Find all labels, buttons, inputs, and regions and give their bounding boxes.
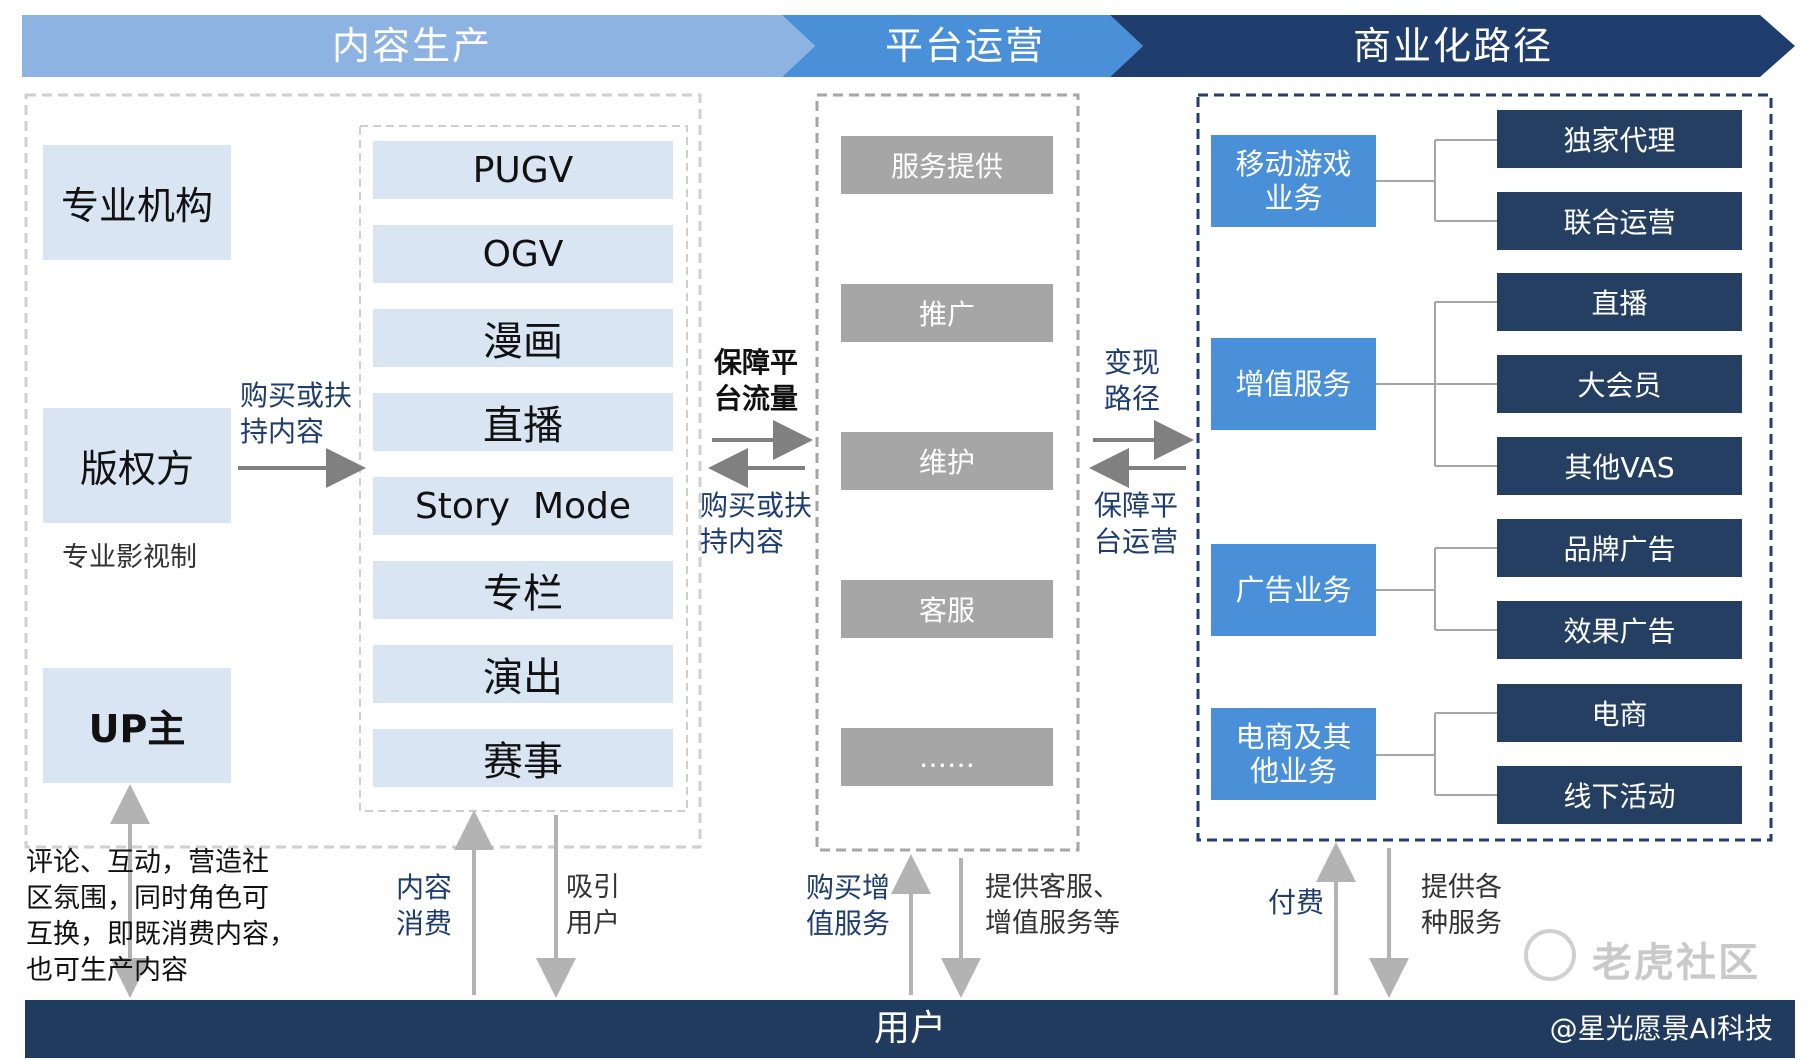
label-community-line3: 互换，即既消费内容， xyxy=(26,917,296,953)
content-type-comics: 漫画 xyxy=(373,309,673,367)
label-ensure-operation: 保障平 台运营 xyxy=(1094,489,1179,558)
stage-platform-ops: 平台运营 xyxy=(884,24,1045,68)
watermark-logo-icon xyxy=(1524,929,1576,981)
chevron-platform-ops xyxy=(782,15,1143,77)
label-pay: 付费 xyxy=(1268,886,1325,919)
service-maintenance: 维护 xyxy=(841,432,1053,490)
leaf-performance-ads: 效果广告 xyxy=(1497,601,1742,659)
community-line4-text: 也可生产内容 xyxy=(26,955,188,986)
label-community-line1: 评论、互动，营造社 xyxy=(26,845,269,881)
stage-commercialization: 商业化路径 xyxy=(1352,24,1553,68)
leaf-joint-operation: 联合运营 xyxy=(1497,192,1742,250)
user-bar: 用户 @星光愿景AI科技 xyxy=(25,1000,1795,1058)
service-provision: 服务提供 xyxy=(841,136,1053,194)
biz-value-added-services: 增值服务 xyxy=(1211,338,1376,430)
tree-connectors xyxy=(1376,139,1497,796)
source-copyright-holder: 版权方 xyxy=(43,408,231,523)
content-type-column: 专栏 xyxy=(373,561,673,619)
leaf-live-streaming: 直播 xyxy=(1497,273,1742,331)
platform-frame xyxy=(815,93,1080,852)
community-line3-text: 互换，即既消费内容， xyxy=(26,919,296,950)
user-label: 用户 xyxy=(873,1008,946,1049)
label-buy-support-content: 购买或扶 持内容 xyxy=(240,379,353,448)
biz-ecommerce-other: 电商及其 他业务 xyxy=(1211,708,1376,800)
leaf-exclusive-agency: 独家代理 xyxy=(1497,110,1742,168)
leaf-premium-member: 大会员 xyxy=(1497,355,1742,413)
source-note: 专业影视制 xyxy=(62,542,197,573)
chevron-content-production xyxy=(22,15,815,77)
biz-advertising: 广告业务 xyxy=(1211,544,1376,636)
content-type-ogv: OGV xyxy=(373,225,673,283)
stage-content-production: 内容生产 xyxy=(331,24,492,68)
leaf-other-vas: 其他VAS xyxy=(1497,437,1742,495)
label-attract-users: 吸引 用户 xyxy=(566,872,620,939)
community-line1-text: 评论、互动，营造社 xyxy=(26,847,269,878)
leaf-ecommerce: 电商 xyxy=(1497,684,1742,742)
label-community-line2: 区氛围，同时角色可 xyxy=(26,881,269,917)
content-type-live: 直播 xyxy=(373,393,673,451)
commercial-frame xyxy=(1196,93,1773,842)
leaf-brand-ads: 品牌广告 xyxy=(1497,519,1742,577)
author-credit: @星光愿景AI科技 xyxy=(1549,1012,1773,1045)
label-buy-vas: 购买增 值服务 xyxy=(806,871,891,940)
label-monetization-path: 变现 路径 xyxy=(1104,346,1161,415)
biz-mobile-games: 移动游戏 业务 xyxy=(1211,135,1376,227)
label-content-consumption: 内容 消费 xyxy=(396,871,453,940)
service-promotion: 推广 xyxy=(841,284,1053,342)
content-type-esports: 赛事 xyxy=(373,729,673,787)
watermark-text: 老虎社区 xyxy=(1592,940,1760,986)
source-professional-org: 专业机构 xyxy=(43,145,231,260)
service-customer-support: 客服 xyxy=(841,580,1053,638)
chevron-commercialization xyxy=(1110,15,1795,77)
leaf-offline-events: 线下活动 xyxy=(1497,766,1742,824)
label-provide-cs-vas: 提供客服、 增值服务等 xyxy=(985,872,1120,939)
label-ensure-traffic: 保障平 台流量 xyxy=(714,346,799,415)
content-type-pugv: PUGV xyxy=(373,141,673,199)
label-provide-services: 提供各 种服务 xyxy=(1421,872,1502,939)
source-up-creator: UP主 xyxy=(43,668,231,783)
label-buy-support-content-2: 购买或扶 持内容 xyxy=(700,489,813,558)
community-line2-text: 区氛围，同时角色可 xyxy=(26,883,269,914)
content-frame-outer xyxy=(24,93,702,849)
label-community-line4: 也可生产内容 xyxy=(26,953,188,989)
content-type-story-mode: Story Mode xyxy=(373,477,673,535)
content-type-performance: 演出 xyxy=(373,645,673,703)
service-more: …… xyxy=(841,728,1053,786)
